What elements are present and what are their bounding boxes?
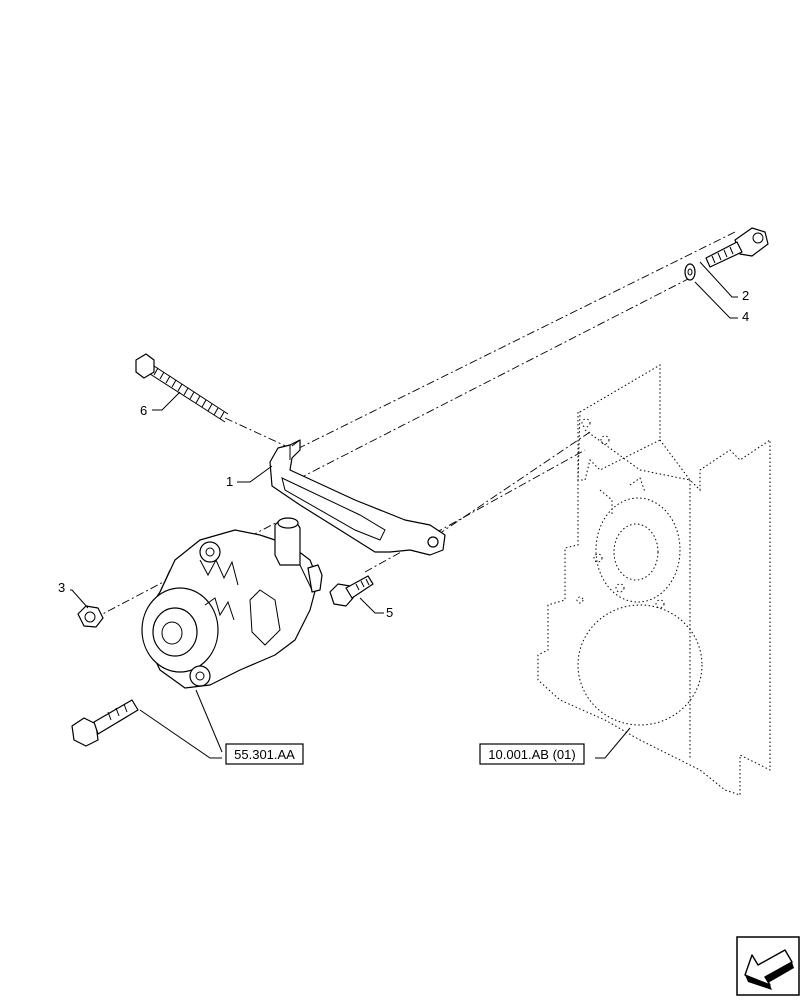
alternator-reference-link[interactable]: 55.301.AA	[225, 743, 304, 765]
callout-6: 6	[140, 403, 147, 418]
back-arrow-icon[interactable]	[736, 936, 800, 996]
callout-5: 5	[386, 605, 393, 620]
leader-lines	[70, 261, 738, 759]
engine-block	[537, 364, 771, 796]
callout-1: 1	[226, 474, 233, 489]
alternator-assembly	[141, 517, 323, 689]
engine-reference-label: 10.001.AB (01)	[488, 747, 575, 762]
callout-2: 2	[742, 288, 749, 303]
sleeve-screw-part	[705, 227, 769, 268]
alternator-reference-label: 55.301.AA	[234, 747, 295, 762]
callout-3: 3	[58, 580, 65, 595]
washer-part	[684, 263, 696, 281]
engine-reference-link[interactable]: 10.001.AB (01)	[479, 743, 585, 765]
alternator-mount-bolt	[71, 699, 139, 747]
callout-4: 4	[742, 309, 749, 324]
short-bolt-part	[329, 575, 374, 607]
long-bolt-part	[135, 353, 229, 423]
nut-part	[77, 605, 104, 628]
bracket-part	[269, 439, 446, 556]
